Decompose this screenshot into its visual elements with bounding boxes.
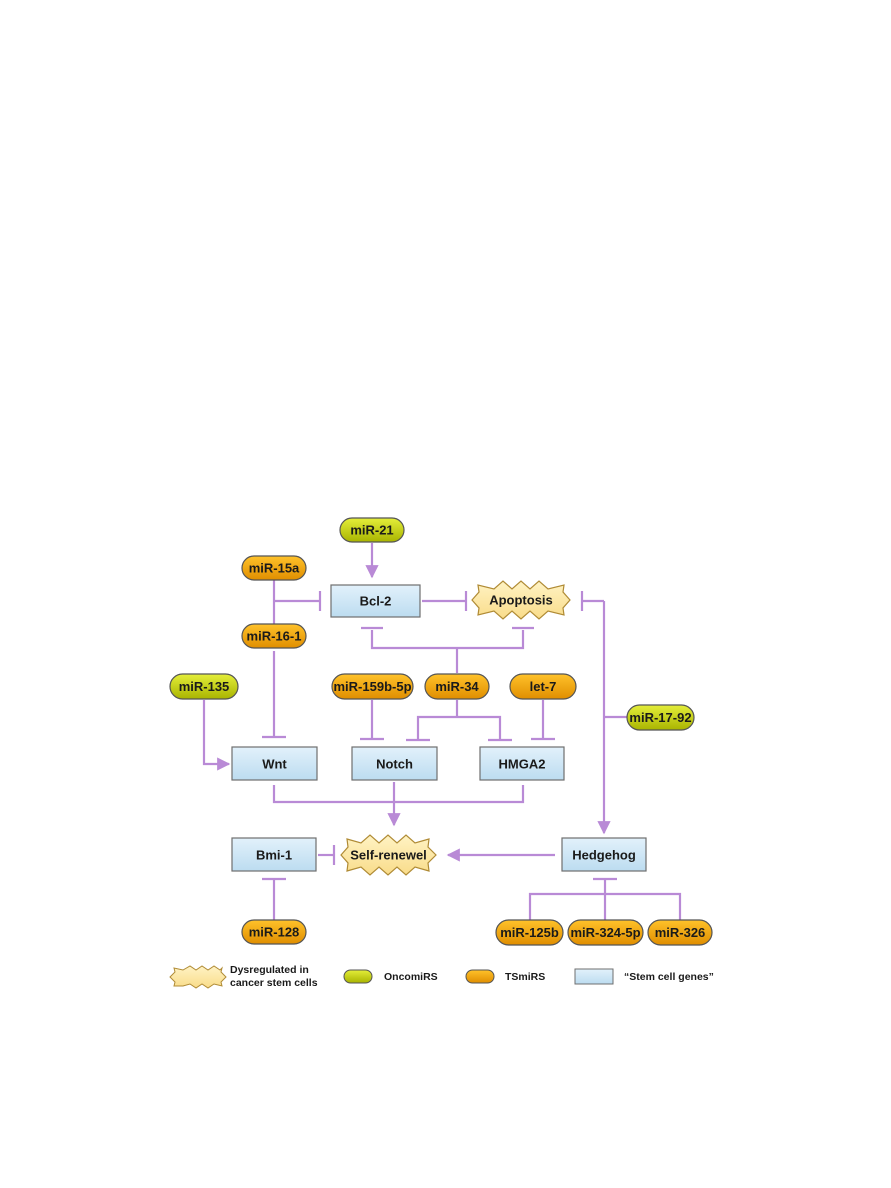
node-wnt-label: Wnt — [262, 757, 287, 772]
edge-mir34-bracket — [370, 630, 525, 650]
node-mir21: miR-21 — [339, 517, 405, 543]
node-self-renewal: Self-renewel — [340, 834, 437, 876]
node-hedgehog-label: Hedgehog — [572, 848, 636, 863]
legend-gene-icon — [574, 968, 614, 985]
node-mir135: miR-135 — [169, 673, 239, 700]
node-mir15a-label: miR-15a — [249, 561, 300, 576]
node-let7-label: let-7 — [530, 679, 557, 694]
legend-oncomir-icon — [343, 969, 373, 984]
legend: Dysregulated in cancer stem cells Oncomi… — [169, 964, 714, 989]
legend-tsmirs-label: TSmiRS — [505, 971, 545, 983]
node-mir16-1-label: miR-16-1 — [247, 629, 302, 644]
legend-tsmirs: TSmiRS — [465, 969, 545, 984]
node-mir15a: miR-15a — [241, 555, 307, 581]
node-hmga2: HMGA2 — [479, 746, 565, 781]
legend-oncomirs: OncomiRS — [343, 969, 438, 984]
node-mir125b: miR-125b — [495, 919, 564, 946]
legend-stem-genes: “Stem cell genes” — [574, 968, 714, 985]
node-notch: Notch — [351, 746, 438, 781]
node-mir326: miR-326 — [647, 919, 713, 946]
legend-dysregulated-line1: Dysregulated in — [230, 964, 309, 976]
dysregulated-nodes: Apoptosis Self-renewel — [340, 580, 571, 876]
node-bcl2-label: Bcl-2 — [360, 594, 392, 609]
edges — [202, 543, 682, 920]
node-notch-label: Notch — [376, 757, 413, 772]
node-bmi1: Bmi-1 — [231, 837, 317, 872]
node-self-renewal-label: Self-renewel — [350, 848, 427, 863]
node-apoptosis-label: Apoptosis — [489, 593, 553, 608]
node-mir128: miR-128 — [241, 919, 307, 945]
node-mir135-label: miR-135 — [179, 679, 230, 694]
node-mir34-label: miR-34 — [435, 679, 479, 694]
legend-oncomirs-label: OncomiRS — [384, 971, 438, 983]
edge-mir34-notch-hmga2 — [416, 715, 502, 740]
legend-stem-genes-label: “Stem cell genes” — [624, 971, 714, 983]
node-mir159b-5p: miR-159b-5p — [331, 673, 414, 700]
edge-mir135-wnt — [202, 700, 231, 771]
node-mir16-1: miR-16-1 — [241, 623, 307, 649]
node-mir326-label: miR-326 — [655, 925, 706, 940]
node-apoptosis: Apoptosis — [471, 580, 571, 620]
node-mir17-92: miR-17-92 — [626, 704, 695, 731]
node-bmi1-label: Bmi-1 — [256, 848, 292, 863]
node-mir324-5p-label: miR-324-5p — [570, 925, 640, 940]
legend-dysregulated: Dysregulated in cancer stem cells — [169, 964, 318, 989]
node-wnt: Wnt — [231, 746, 318, 781]
node-mir21-label: miR-21 — [350, 523, 393, 538]
node-mir34: miR-34 — [424, 673, 490, 700]
node-hedgehog: Hedgehog — [561, 837, 647, 872]
legend-dysregulated-line2: cancer stem cells — [230, 977, 318, 989]
legend-starburst-icon — [169, 965, 227, 989]
mirna-pills: miR-21 miR-135 miR-17-92 miR-15a miR-16-… — [169, 517, 713, 946]
node-let7: let-7 — [509, 673, 577, 700]
node-hmga2-label: HMGA2 — [499, 757, 546, 772]
node-mir17-92-label: miR-17-92 — [629, 710, 691, 725]
gene-boxes: Bcl-2 Wnt Notch HMGA2 Bmi-1 Hedgehog — [231, 584, 647, 872]
edge-genes-join — [272, 785, 525, 804]
node-mir128-label: miR-128 — [249, 925, 300, 940]
node-mir125b-label: miR-125b — [500, 925, 559, 940]
node-mir159b-5p-label: miR-159b-5p — [333, 679, 411, 694]
node-bcl2: Bcl-2 — [330, 584, 421, 618]
legend-tsmir-icon — [465, 969, 495, 984]
node-mir324-5p: miR-324-5p — [567, 919, 644, 946]
